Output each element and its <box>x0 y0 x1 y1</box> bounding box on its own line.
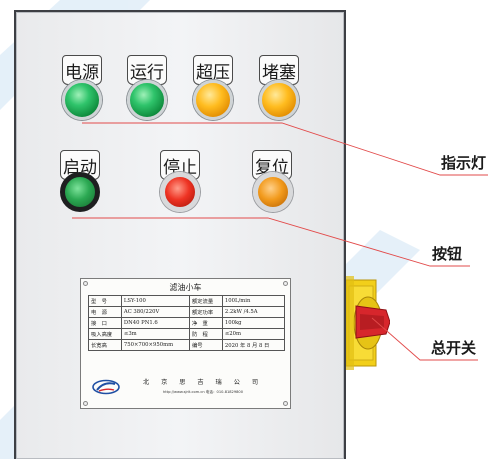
spec-row: 电 源 AC 380/220V 额定功率 2.2kW /4.5A <box>88 306 286 318</box>
spec-value: 2.2kW /4.5A <box>221 306 286 318</box>
spec-key: 净 重 <box>188 317 223 329</box>
callout-indicator-lamps: 指示灯 <box>441 154 487 172</box>
spec-key: 防 程 <box>188 328 223 340</box>
spec-value: ≤20m <box>221 328 286 340</box>
indicator-label-blockage: 堵塞 <box>259 55 299 85</box>
blockage-indicator-lamp <box>259 80 299 120</box>
spec-row: 吸入高度 ≤3m 防 程 ≤20m <box>88 328 286 340</box>
spec-value: 750×700×950mm <box>120 339 190 351</box>
spec-row: 型 号 LSY-100 额定流量 100L/min <box>88 295 286 307</box>
company-contact: http://www.sjrit.com.cn 电话：010-81829800 <box>163 390 243 394</box>
reset-button[interactable] <box>253 172 293 212</box>
spec-key: 吸入高度 <box>88 328 122 340</box>
product-nameplate: 滤油小车 型 号 LSY-100 额定流量 100L/min 电 源 AC 38… <box>80 278 291 409</box>
callout-buttons: 按钮 <box>432 245 463 263</box>
spec-key: 长宽高 <box>88 339 122 351</box>
spec-value: AC 380/220V <box>120 306 190 318</box>
running-indicator-lamp <box>127 80 167 120</box>
spec-key: 额定流量 <box>188 295 223 307</box>
company-logo-icon <box>92 379 120 395</box>
stop-button[interactable] <box>160 172 200 212</box>
power-indicator-lamp <box>62 80 102 120</box>
spec-row: 接 口 DN40 PN1.6 净 重 100kg <box>88 317 286 329</box>
spec-key: 型 号 <box>88 295 122 307</box>
callout-main-switch: 总开关 <box>431 339 477 357</box>
spec-key: 接 口 <box>88 317 122 329</box>
spec-value: DN40 PN1.6 <box>120 317 190 329</box>
screw-icon <box>83 401 88 406</box>
spec-value: LSY-100 <box>120 295 190 307</box>
spec-value: 100kg <box>221 317 286 329</box>
indicator-label-running: 运行 <box>127 55 167 85</box>
screw-icon <box>283 281 288 286</box>
spec-value: ≤3m <box>120 328 190 340</box>
overpressure-indicator-lamp <box>193 80 233 120</box>
screw-icon <box>83 281 88 286</box>
nameplate-footer: 北 京 思 吉 瑞 公 司 http://www.sjrit.com.cn 电话… <box>88 373 285 403</box>
spec-value: 100L/min <box>221 295 286 307</box>
spec-value: 2020 年 8 月 8 日 <box>221 339 286 351</box>
company-name: 北 京 思 吉 瑞 公 司 <box>142 379 264 386</box>
spec-key: 额定功率 <box>188 306 223 318</box>
screw-icon <box>283 401 288 406</box>
nameplate-spec-table: 型 号 LSY-100 额定流量 100L/min 电 源 AC 380/220… <box>88 295 286 351</box>
start-button[interactable] <box>60 172 100 212</box>
spec-key: 电 源 <box>88 306 122 318</box>
spec-row: 长宽高 750×700×950mm 编号 2020 年 8 月 8 日 <box>88 339 286 351</box>
spec-key: 编号 <box>188 339 223 351</box>
nameplate-title: 滤油小车 <box>169 283 202 292</box>
main-switch[interactable] <box>346 276 390 370</box>
